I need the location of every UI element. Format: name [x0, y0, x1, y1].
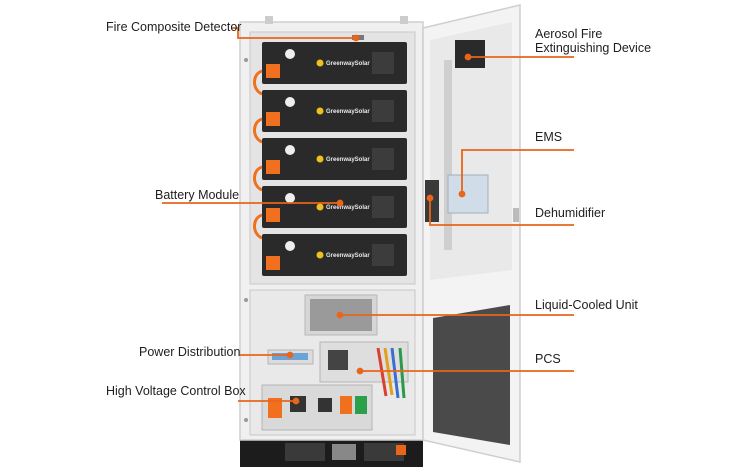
leader-dot — [336, 311, 344, 319]
module-cable — [253, 213, 263, 240]
base-indicator — [396, 445, 406, 455]
dehumidifier-unit — [425, 180, 439, 222]
leader-ems — [461, 149, 574, 194]
aerosol-device — [455, 40, 485, 68]
hv-connector — [268, 398, 282, 418]
leader-dot — [356, 367, 364, 375]
battery-modules: GreenwaySolarGreenwaySolarGreenwaySolarG… — [253, 42, 407, 276]
module-connector — [266, 160, 280, 174]
module-housing — [262, 90, 407, 132]
door-cable-channel — [444, 60, 452, 250]
leader-dot — [336, 199, 344, 207]
label-aerosol-line1: Aerosol Fire — [535, 27, 603, 41]
module-switch — [285, 49, 295, 59]
lifting-eye-left — [265, 16, 273, 24]
battery-module: GreenwaySolar — [253, 186, 407, 240]
base-display — [332, 444, 356, 460]
hinge-pin — [244, 418, 248, 422]
label-dehumidifier: Dehumidifier — [535, 206, 606, 220]
lifting-eye-right — [400, 16, 408, 24]
hv-terminal — [355, 396, 367, 414]
cabinet-base — [240, 437, 423, 467]
pcs-cable-green — [398, 347, 406, 399]
leader-dot — [286, 351, 294, 359]
module-vent — [372, 148, 394, 170]
base-vent-right — [364, 443, 404, 461]
brand-logo-icon — [316, 251, 324, 259]
leader-dot — [464, 53, 472, 61]
pcs-cable-red — [376, 347, 388, 397]
module-cable — [253, 69, 263, 96]
battery-module: GreenwaySolar — [253, 138, 407, 192]
label-high-voltage-control-box: High Voltage Control Box — [106, 384, 246, 398]
module-brand-text: GreenwaySolar — [326, 205, 370, 211]
module-switch — [285, 97, 295, 107]
label-battery-module: Battery Module — [155, 188, 240, 202]
module-connector — [266, 64, 280, 78]
leader-fire-detector — [232, 27, 356, 39]
module-vent — [372, 196, 394, 218]
module-connector — [266, 112, 280, 126]
cabinet-door — [422, 4, 521, 463]
pcs-terminal — [328, 350, 348, 370]
leader-dot — [458, 190, 466, 198]
module-connector — [266, 208, 280, 222]
module-switch — [285, 193, 295, 203]
module-switch — [285, 241, 295, 251]
label-power-distribution: Power Distribution — [139, 345, 241, 359]
module-brand-text: GreenwaySolar — [326, 253, 370, 259]
hv-control-box-graphic — [261, 384, 373, 431]
pcs-graphic — [319, 341, 409, 399]
label-pcs: PCS — [535, 352, 561, 366]
leader-dehumidifier — [429, 198, 574, 226]
module-housing — [262, 42, 407, 84]
module-brand-text: GreenwaySolar — [326, 61, 370, 67]
label-liquid-cooled-unit: Liquid-Cooled Unit — [535, 298, 638, 312]
hv-switch — [318, 398, 332, 412]
label-fire-composite-detector: Fire Composite Detector — [106, 20, 242, 34]
door-handle — [513, 208, 519, 222]
module-brand-text: GreenwaySolar — [326, 109, 370, 115]
module-vent — [372, 52, 394, 74]
module-connector — [266, 256, 280, 270]
label-aerosol-line2: Extinguishing Device — [535, 41, 652, 55]
hv-connector — [340, 396, 352, 414]
module-cable — [253, 165, 263, 192]
leader-lines — [162, 27, 574, 405]
ems-unit — [447, 174, 489, 214]
hinge-pin — [244, 298, 248, 302]
door-filter-grille — [433, 305, 510, 445]
base-vent-left — [285, 443, 325, 461]
hinge-pin — [244, 58, 248, 62]
leader-dot — [352, 34, 360, 42]
label-ems: EMS — [535, 130, 563, 144]
module-brand-text: GreenwaySolar — [326, 157, 370, 163]
brand-logo-icon — [316, 59, 324, 67]
module-vent — [372, 244, 394, 266]
pcs-cable-blue — [390, 347, 400, 399]
module-housing — [262, 234, 407, 276]
brand-logo-icon — [316, 107, 324, 115]
brand-logo-icon — [316, 203, 324, 211]
battery-module: GreenwaySolar — [253, 42, 407, 96]
module-housing — [262, 186, 407, 228]
module-vent — [372, 100, 394, 122]
battery-module: GreenwaySolar — [253, 90, 407, 144]
brand-logo-icon — [316, 155, 324, 163]
leader-dot — [426, 194, 434, 202]
battery-module: GreenwaySolar — [262, 234, 407, 276]
leader-dot — [292, 397, 300, 405]
module-switch — [285, 145, 295, 155]
module-cable — [253, 117, 263, 144]
module-housing — [262, 138, 407, 180]
